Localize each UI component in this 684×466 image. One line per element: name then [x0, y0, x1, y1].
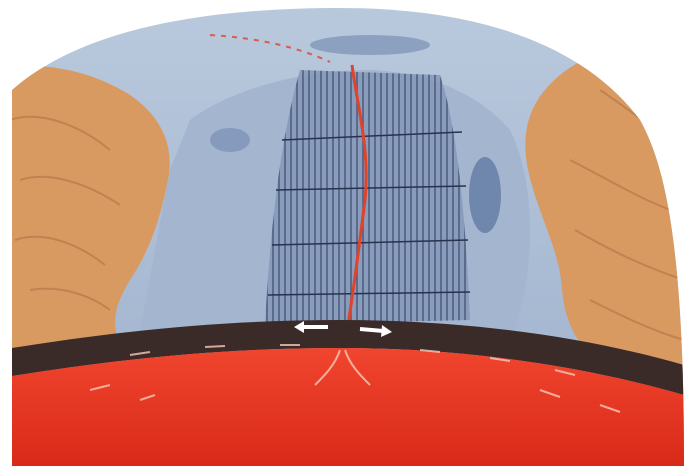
magnetic-stripes	[265, 70, 470, 325]
deep-basin-right	[469, 157, 501, 233]
